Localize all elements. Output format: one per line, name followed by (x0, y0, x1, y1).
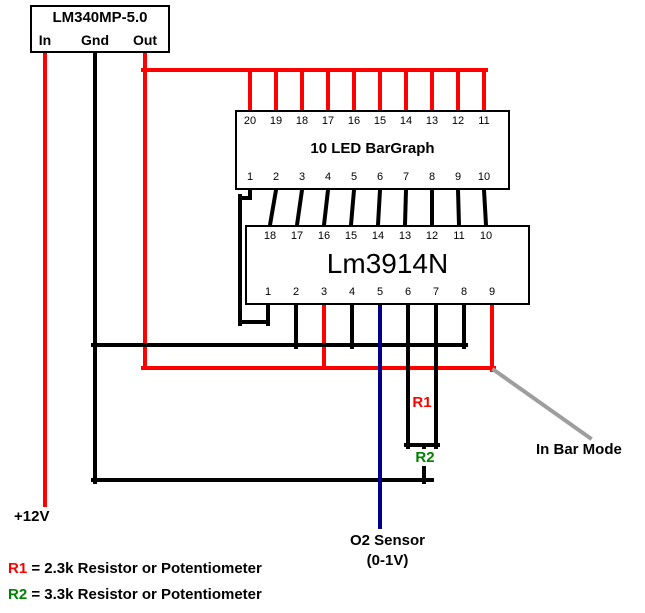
bargraph-box: 20 19 18 17 16 15 14 13 12 11 10 LED Bar… (235, 110, 510, 190)
bargraph-pin-top-13: 13 (425, 115, 439, 127)
bargraph-pin-bottom-7: 7 (402, 171, 410, 183)
r2-label: R2 (408, 449, 442, 466)
wire-led10 (481, 187, 489, 228)
o2-sensor-label: O2 Sensor (349, 532, 426, 549)
bargraph-pin-top-19: 19 (269, 115, 283, 127)
ic-pin-top-13: 13 (398, 230, 412, 242)
bargraph-pin-bottom-6: 6 (376, 171, 384, 183)
ic-title: Lm3914N (326, 248, 449, 279)
ic-pin-bottom-3: 3 (320, 286, 328, 298)
regulator-pin-in: In (38, 32, 52, 48)
regulator-title: LM340MP-5.0 (52, 9, 148, 26)
wire-group-ground-black (91, 49, 489, 484)
bargraph-pin-top-20: 20 (243, 115, 257, 127)
legend-r1: R1 = 2.3k Resistor or Potentiometer (8, 560, 262, 577)
wire-led5 (348, 187, 357, 228)
wire-led6 (375, 187, 383, 228)
o2-sensor-range-label: (0-1V) (366, 552, 409, 569)
legend-r1-text: = 2.3k Resistor or Potentiometer (27, 560, 262, 577)
bargraph-pin-bottom-5: 5 (350, 171, 358, 183)
bargraph-pin-top-16: 16 (347, 115, 361, 127)
bargraph-pin-bottom-9: 9 (454, 171, 462, 183)
r1-label: R1 (412, 394, 432, 411)
bargraph-pin-bottom-8: 8 (428, 171, 436, 183)
ic-pin-bottom-4: 4 (348, 286, 356, 298)
ic-pin-bottom-7: 7 (432, 286, 440, 298)
regulator-pin-out: Out (132, 32, 158, 48)
bar-mode-label: In Bar Mode (536, 441, 622, 458)
bargraph-pin-bottom-3: 3 (298, 171, 306, 183)
ic-pin-top-17: 17 (290, 230, 304, 242)
bargraph-pin-bottom-2: 2 (272, 171, 280, 183)
pointer-group-gray (491, 367, 593, 441)
ic-pin-bottom-2: 2 (292, 286, 300, 298)
bargraph-pin-bottom-10: 10 (477, 171, 491, 183)
legend-r2-text: = 3.3k Resistor or Potentiometer (27, 586, 262, 603)
wire-led7 (402, 187, 409, 228)
legend-r1-name: R1 (8, 560, 28, 577)
wire-led2 (267, 187, 279, 228)
bargraph-pin-top-14: 14 (399, 115, 413, 127)
bargraph-pin-top-18: 18 (295, 115, 309, 127)
regulator-pin-gnd: Gnd (81, 32, 109, 48)
supply-label: +12V (14, 508, 50, 525)
wire-led3 (294, 187, 305, 228)
ic-pin-top-16: 16 (317, 230, 331, 242)
bargraph-pin-top-12: 12 (451, 115, 465, 127)
bargraph-pin-top-11: 11 (478, 115, 490, 127)
bargraph-pin-bottom-4: 4 (324, 171, 332, 183)
legend-r2: R2 = 3.3k Resistor or Potentiometer (8, 586, 262, 603)
regulator-box: LM340MP-5.0 In Gnd Out (30, 5, 170, 53)
ic-pin-bottom-6: 6 (404, 286, 412, 298)
bargraph-pin-top-15: 15 (373, 115, 387, 127)
bargraph-pin-bottom-1: 1 (246, 171, 254, 183)
legend-r2-name: R2 (8, 586, 28, 603)
ic-pin-bottom-9: 9 (488, 286, 496, 298)
ic-pin-top-12: 12 (425, 230, 439, 242)
ic-pin-top-10: 10 (479, 230, 493, 242)
wire-led4 (321, 187, 331, 228)
bargraph-pin-top-17: 17 (321, 115, 335, 127)
ic-pin-top-18: 18 (263, 230, 277, 242)
bargraph-title: 10 LED BarGraph (310, 140, 435, 157)
ic-pin-bottom-5: 5 (376, 286, 384, 298)
ic-pin-top-14: 14 (371, 230, 385, 242)
pointer-line-bar-mode (491, 367, 593, 441)
ic-pin-top-15: 15 (344, 230, 358, 242)
wire-led9 (455, 187, 462, 228)
ic-pin-bottom-8: 8 (460, 286, 468, 298)
ic-pin-bottom-1: 1 (264, 286, 272, 298)
ic-box: 18 17 16 15 14 13 12 11 10 Lm3914N 1 2 3… (245, 225, 530, 305)
ic-pin-top-11: 11 (453, 230, 465, 242)
